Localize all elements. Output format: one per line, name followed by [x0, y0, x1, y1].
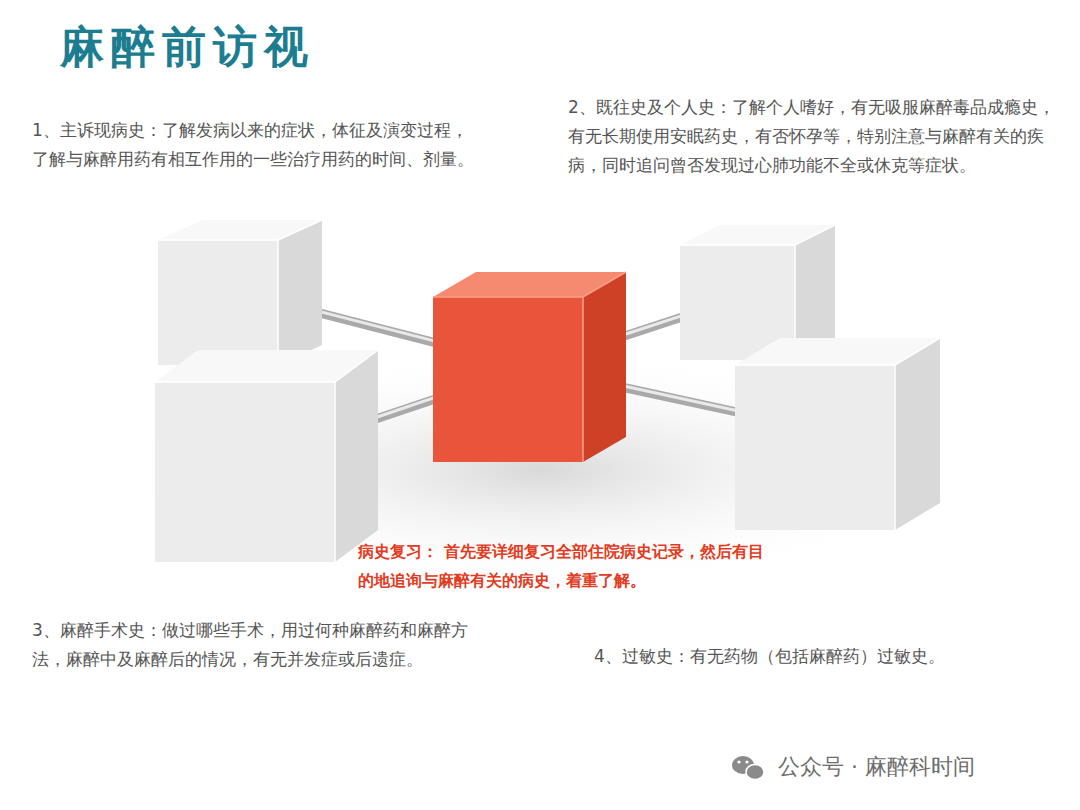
item-text: 1、主诉现病史：了解发病以来的症状，体征及演变过程，了解与麻醉用药有相互作用的一…	[32, 120, 474, 169]
history-item: 2、既往史及个人史：了解个人嗜好，有无吸服麻醉毒品成瘾史，有无长期使用安眠药史，…	[568, 93, 1058, 180]
cube-drawing	[735, 338, 940, 530]
hub-cube: 病史复习：首先要详细复习全部住院病史记录，然后有目的地追询与麻醉有关的病史，着重…	[433, 272, 626, 462]
cube-drawing	[158, 220, 322, 365]
rod-highlight	[626, 386, 735, 410]
cube-edge	[735, 338, 940, 365]
page-title: 麻醉前访视	[60, 18, 315, 77]
satellite-cube: 1、主诉现病史：了解发病以来的症状，体征及演变过程，了解与麻醉用药有相互作用的一…	[158, 220, 322, 365]
cube-side	[895, 338, 940, 530]
satellite-cube: 4、过敏史：有无药物（包括麻醉药）过敏史。	[735, 338, 940, 530]
item-text: 4、过敏史：有无药物（包括麻醉药）过敏史。	[594, 646, 945, 666]
cube-edge	[155, 350, 378, 382]
cube-edge	[158, 220, 322, 240]
wechat-eye	[737, 760, 740, 763]
rod-highlight	[626, 316, 680, 334]
wechat-icon	[732, 756, 764, 780]
satellite-cube: 3、麻醉手术史：做过哪些手术，用过何种麻醉药和麻醉方法，麻醉中及麻醉后的情况，有…	[155, 350, 378, 562]
cube-edge	[894, 365, 896, 530]
cube-front	[735, 365, 895, 530]
rod-highlight	[378, 398, 433, 417]
cube-drawing	[155, 350, 378, 562]
cube-drawing	[433, 272, 626, 462]
cube-edge	[582, 297, 584, 462]
cube-front	[155, 382, 335, 562]
rod-highlight	[322, 312, 433, 341]
history-item: 3、麻醉手术史：做过哪些手术，用过何种麻醉药和麻醉方法，麻醉中及麻醉后的情况，有…	[32, 616, 492, 674]
cube-side	[278, 220, 322, 365]
wechat-eye	[745, 760, 748, 763]
cube-edge	[277, 240, 279, 365]
review-note: 病史复习：首先要详细复习全部住院病史记录，然后有目的地追询与麻醉有关的病史，着重…	[358, 537, 768, 595]
note-heading: 病史复习：	[358, 542, 438, 561]
cube-front	[158, 240, 278, 365]
cube-side	[583, 272, 626, 462]
wechat-bubble	[746, 765, 764, 780]
cube-front	[433, 297, 583, 462]
history-item: 1、主诉现病史：了解发病以来的症状，体征及演变过程，了解与麻醉用药有相互作用的一…	[32, 116, 482, 174]
item-text: 2、既往史及个人史：了解个人嗜好，有无吸服麻醉毒品成瘾史，有无长期使用安眠药史，…	[568, 97, 1055, 175]
cube-edge	[433, 272, 626, 297]
history-item: 4、过敏史：有无药物（包括麻醉药）过敏史。	[594, 642, 1014, 671]
cube-side	[335, 350, 378, 562]
watermark: 公众号 · 麻醉科时间	[778, 752, 975, 782]
cube-edge	[680, 225, 835, 245]
item-text: 3、麻醉手术史：做过哪些手术，用过何种麻醉药和麻醉方法，麻醉中及麻醉后的情况，有…	[32, 620, 468, 669]
cube-edge	[334, 382, 336, 562]
